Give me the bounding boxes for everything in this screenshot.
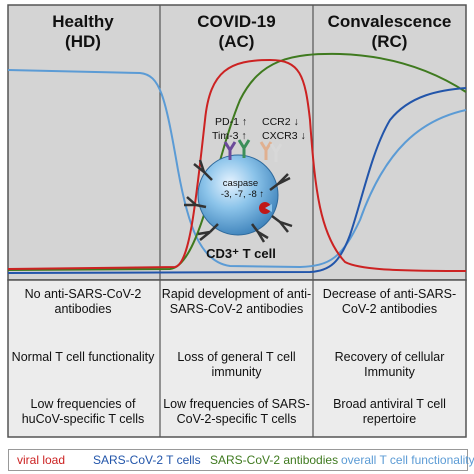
- marker-ccr2-label: CCR2 ↓: [262, 116, 299, 128]
- curve-sars-cov-2-t-cells: [7, 87, 467, 274]
- title-convalescence-name: Convalescence: [327, 12, 452, 31]
- title-covid-abbr: (AC): [218, 32, 255, 51]
- covid-point-2: Loss of general T cell immunity: [177, 350, 296, 379]
- healthy-point-3: Low frequencies of huCoV-specific T cell…: [21, 397, 145, 426]
- text-panel: [7, 279, 467, 438]
- curve-antibodies: [7, 52, 467, 271]
- receptor-cxcr3: [269, 143, 283, 162]
- caspase-label-2: -3, -7, -8 ↑: [220, 189, 265, 200]
- caspase-icon: [259, 202, 272, 214]
- title-convalescence-abbr: (RC): [371, 32, 408, 51]
- title-covid: COVID-19 (AC): [160, 12, 313, 52]
- covid-point-1: Rapid development of anti-SARS-CoV-2 ant…: [161, 287, 312, 316]
- convalescence-point-2: Recovery of cellular Immunity: [334, 350, 445, 379]
- receptor-pd1: [223, 141, 237, 160]
- legend-overall-t-cell-functionality: overall T cell functionality: [341, 453, 474, 467]
- convalescence-point-1: Decrease of anti-SARS-CoV-2 antibodies: [322, 287, 457, 316]
- title-healthy-name: Healthy: [52, 12, 114, 31]
- title-convalescence: Convalescence (RC): [313, 12, 466, 52]
- t-cell-label: CD3⁺ T cell: [206, 246, 276, 261]
- t-cell-body: [197, 154, 279, 236]
- healthy-point-1: No anti-SARS-CoV-2 antibodies: [24, 287, 142, 316]
- legend-sars-cov-2-antibodies: SARS-CoV-2 antibodies: [210, 453, 339, 467]
- caspase-label-1: caspase: [222, 178, 259, 189]
- legend-sars-cov-2-t-cells: SARS-CoV-2 T cells: [93, 453, 201, 467]
- antibody-icons: [184, 159, 293, 243]
- curve-overall-t-cell-functionality: [7, 69, 467, 269]
- title-healthy: Healthy (HD): [8, 12, 158, 52]
- title-healthy-abbr: (HD): [65, 32, 101, 51]
- marker-tim3-label: Tim-3 ↑: [212, 130, 247, 142]
- legend: viral load SARS-CoV-2 T cells SARS-CoV-2…: [8, 449, 474, 471]
- convalescence-point-3: Broad antiviral T cell repertoire: [333, 397, 446, 426]
- curve-viral-load: [7, 58, 467, 272]
- receptor-tim3: [237, 139, 251, 158]
- legend-viral-load: viral load: [17, 453, 66, 467]
- title-covid-name: COVID-19: [197, 12, 276, 31]
- covid-point-3: Low frequencies of SARS-CoV-2-specific T…: [163, 397, 310, 426]
- marker-cxcr3-label: CXCR3 ↓: [262, 130, 306, 142]
- healthy-point-2: Normal T cell functionality: [11, 350, 155, 364]
- marker-pd1-label: PD-1 ↑: [215, 116, 248, 128]
- receptor-ccr2: [259, 141, 273, 160]
